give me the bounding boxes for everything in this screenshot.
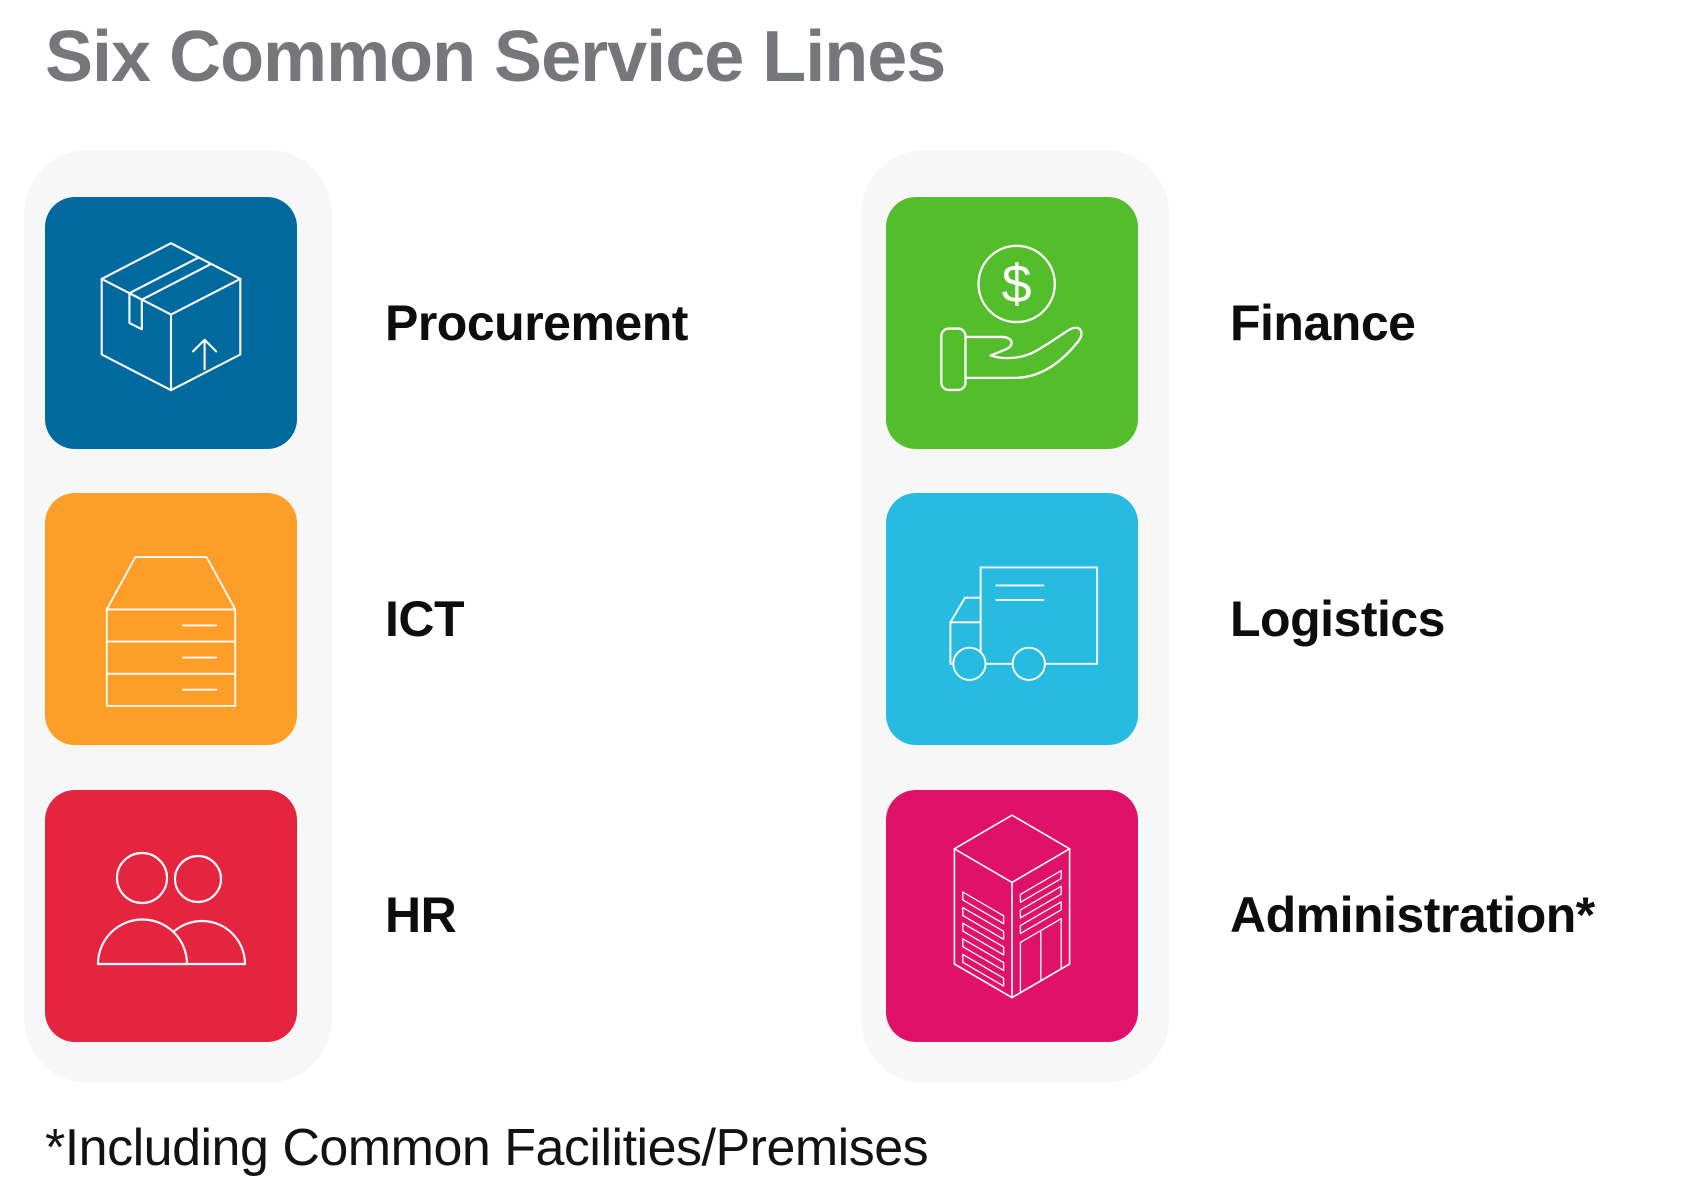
people-icon [71,816,271,1016]
tile-hr [45,790,297,1042]
tile-administration [886,790,1138,1042]
server-stack-icon [52,500,290,738]
package-icon [66,218,276,428]
dollar-symbol: $ [1002,255,1032,315]
page-title: Six Common Service Lines [45,17,946,97]
tile-procurement [45,197,297,449]
label-logistics: Logistics [1230,591,1445,647]
label-procurement: Procurement [385,295,688,351]
label-ict: ICT [385,591,465,647]
footnote: *Including Common Facilities/Premises [45,1119,929,1177]
dollar-hand-icon: $ [919,230,1105,416]
truck-icon [900,507,1124,731]
tile-logistics [886,493,1138,745]
tile-finance: $ [886,197,1138,449]
tile-ict [45,493,297,745]
label-hr: HR [385,887,457,943]
label-finance: Finance [1230,295,1416,351]
building-icon [892,796,1132,1036]
label-administration: Administration* [1230,887,1595,943]
